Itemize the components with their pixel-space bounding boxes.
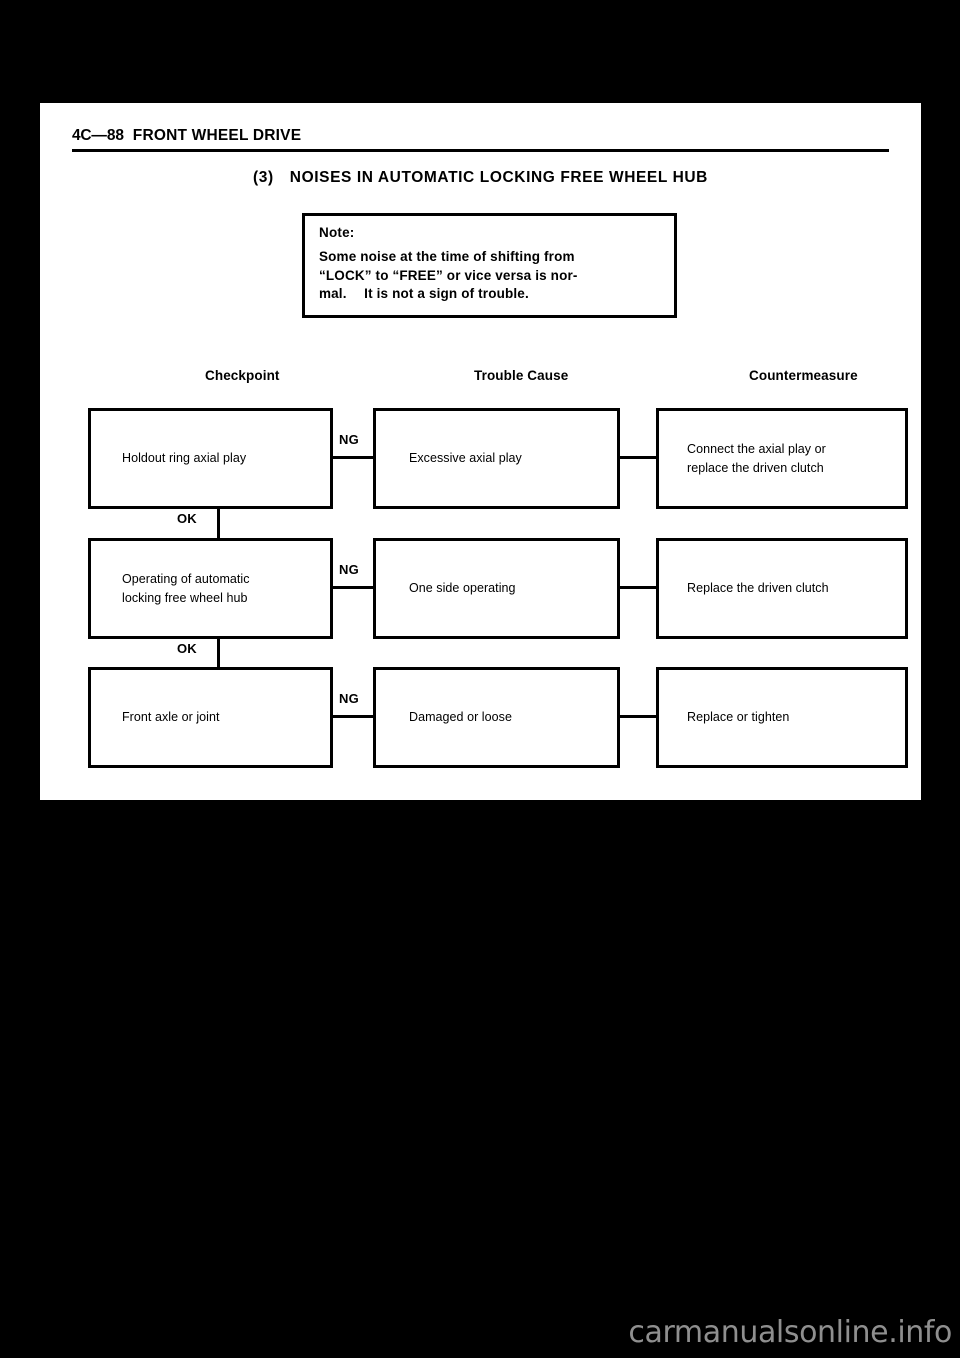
trouble-cause-text: Damaged or loose — [409, 710, 512, 725]
column-heading-trouble-cause: Trouble Cause — [474, 368, 569, 383]
trouble-cause-box: One side operating — [373, 538, 620, 639]
column-headings: Checkpoint Trouble Cause Countermeasure — [88, 368, 908, 388]
note-line-1: Some noise at the time of shifting from — [319, 249, 575, 264]
page-folio-separator: — — [91, 127, 107, 144]
ng-label: NG — [339, 432, 359, 447]
countermeasure-text: Replace or tighten — [687, 710, 790, 725]
checkpoint-box: Operating of automatic locking free whee… — [88, 538, 333, 639]
ok-label: OK — [177, 641, 197, 656]
page-header: 4C—88 FRONT WHEEL DRIVE — [72, 127, 889, 152]
checkpoint-text: Operating of automatic locking free whee… — [91, 570, 250, 606]
ok-label: OK — [177, 511, 197, 526]
page-header-text: 4C—88 FRONT WHEEL DRIVE — [72, 127, 889, 145]
countermeasure-text: Connect the axial play or replace the dr… — [659, 440, 826, 476]
connector-ok-line — [217, 509, 220, 538]
countermeasure-box: Connect the axial play or replace the dr… — [656, 408, 908, 509]
site-watermark: carmanualsonline.info — [628, 1315, 952, 1350]
flow-row: Operating of automatic locking free whee… — [88, 538, 913, 639]
troubleshooting-flowchart: Holdout ring axial play NG Excessive axi… — [88, 408, 913, 773]
checkpoint-box: Holdout ring axial play — [88, 408, 333, 509]
column-heading-countermeasure: Countermeasure — [749, 368, 858, 383]
note-label: Note: — [319, 225, 355, 240]
note-line-2: “LOCK” to “FREE” or vice versa is nor- — [319, 267, 578, 283]
countermeasure-box: Replace or tighten — [656, 667, 908, 768]
checkpoint-text: Holdout ring axial play — [122, 451, 247, 466]
countermeasure-line-1: Connect the axial play or — [687, 442, 826, 457]
column-heading-checkpoint: Checkpoint — [205, 368, 280, 383]
section-title-text: NOISES IN AUTOMATIC LOCKING FREE WHEEL H… — [289, 169, 708, 186]
connector-ng-line — [331, 586, 375, 589]
countermeasure-text: Replace the driven clutch — [687, 581, 829, 596]
flow-row: Front axle or joint NG Damaged or loose … — [88, 667, 913, 768]
trouble-cause-box: Excessive axial play — [373, 408, 620, 509]
scanned-page-sheet: 4C—88 FRONT WHEEL DRIVE (3) NOISES IN AUT… — [40, 103, 921, 800]
ng-label: NG — [339, 691, 359, 706]
connector-line — [618, 586, 658, 589]
note-line-3: mal. It is not a sign of trouble. — [319, 286, 529, 302]
checkpoint-box: Front axle or joint — [88, 667, 333, 768]
ng-label: NG — [339, 562, 359, 577]
connector-line — [618, 715, 658, 718]
note-body: Some noise at the time of shifting from … — [319, 248, 660, 304]
section-title: (3) NOISES IN AUTOMATIC LOCKING FREE WHEE… — [72, 169, 889, 187]
chapter-title: FRONT WHEEL DRIVE — [132, 127, 302, 144]
checkpoint-line-2: locking free wheel hub — [122, 590, 248, 605]
checkpoint-text: Front axle or joint — [122, 710, 220, 725]
flow-row: Holdout ring axial play NG Excessive axi… — [88, 408, 913, 509]
trouble-cause-text: One side operating — [409, 581, 516, 596]
countermeasure-line-2: replace the driven clutch — [687, 460, 824, 475]
connector-ng-line — [331, 456, 375, 459]
connector-ok-line — [217, 639, 220, 667]
page-folio-number: 88 — [106, 127, 124, 144]
page-folio: 4C — [72, 127, 92, 144]
trouble-cause-box: Damaged or loose — [373, 667, 620, 768]
countermeasure-box: Replace the driven clutch — [656, 538, 908, 639]
trouble-cause-text: Excessive axial play — [409, 451, 522, 466]
connector-ng-line — [331, 715, 375, 718]
section-number: (3) — [253, 169, 274, 186]
connector-line — [618, 456, 658, 459]
checkpoint-line-1: Operating of automatic — [122, 572, 250, 587]
note-box: Note: Some noise at the time of shifting… — [302, 213, 677, 318]
header-rule — [72, 149, 889, 152]
